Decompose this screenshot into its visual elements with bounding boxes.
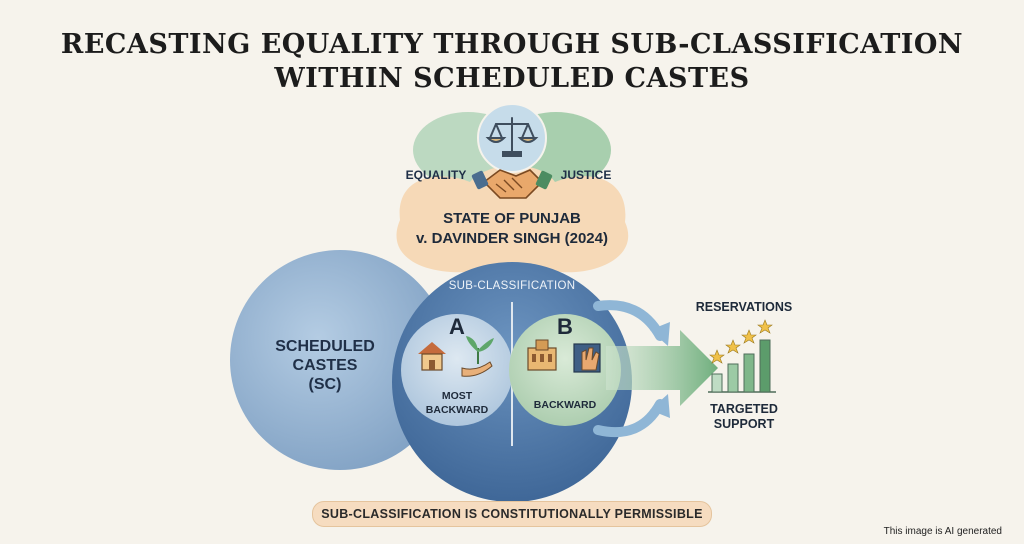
- hand-with-plant-icon: [461, 336, 494, 377]
- curved-arrow-top-head: [650, 322, 670, 346]
- group-a-circle: [401, 314, 513, 426]
- handshake-icon: [471, 169, 553, 199]
- ai-generated-note: This image is AI generated: [883, 526, 1002, 537]
- targeted-support-label-2: SUPPORT: [713, 417, 775, 431]
- equality-label: EQUALITY: [405, 168, 467, 182]
- group-b-label: BACKWARD: [533, 399, 597, 411]
- scales-of-justice-icon: [485, 117, 539, 157]
- curved-arrow-bottom-head: [650, 394, 670, 418]
- scheduled-castes-label-1: SCHEDULED: [275, 338, 375, 355]
- title-line-1: RECASTING EQUALITY THROUGH SUB-CLASSIFIC…: [60, 29, 964, 60]
- group-b-letter: B: [557, 314, 573, 339]
- bar-chart-with-stars-icon: [708, 319, 776, 393]
- sub-classification-heading: SUB-CLASSIFICATION: [448, 280, 576, 292]
- building-icon: [527, 339, 557, 371]
- justice-label: JUSTICE: [560, 168, 612, 182]
- scheduled-castes-label-2: CASTES: [292, 357, 358, 374]
- case-name-line-1: STATE OF PUNJAB: [443, 210, 581, 227]
- title-line-2: WITHIN SCHEDULED CASTES: [274, 63, 750, 94]
- reservations-label: RESERVATIONS: [695, 300, 793, 314]
- case-cloud: [396, 165, 629, 273]
- hand-on-book-icon: [573, 343, 601, 373]
- group-a-label-2: BACKWARD: [425, 404, 489, 416]
- scheduled-castes-circle: [230, 250, 450, 470]
- arrow-right-icon: [606, 330, 718, 406]
- house-icon: [418, 342, 446, 371]
- group-a-letter: A: [449, 314, 465, 339]
- targeted-support-label-1: TARGETED: [710, 402, 778, 416]
- case-name-line-2: v. DAVINDER SINGH (2024): [416, 230, 608, 247]
- group-a-label-1: MOST: [441, 390, 473, 402]
- conclusion-banner: SUB-CLASSIFICATION IS CONSTITUTIONALLY P…: [312, 501, 712, 527]
- page-title: RECASTING EQUALITY THROUGH SUB-CLASSIFIC…: [0, 28, 1024, 96]
- scheduled-castes-label-3: (SC): [308, 376, 342, 393]
